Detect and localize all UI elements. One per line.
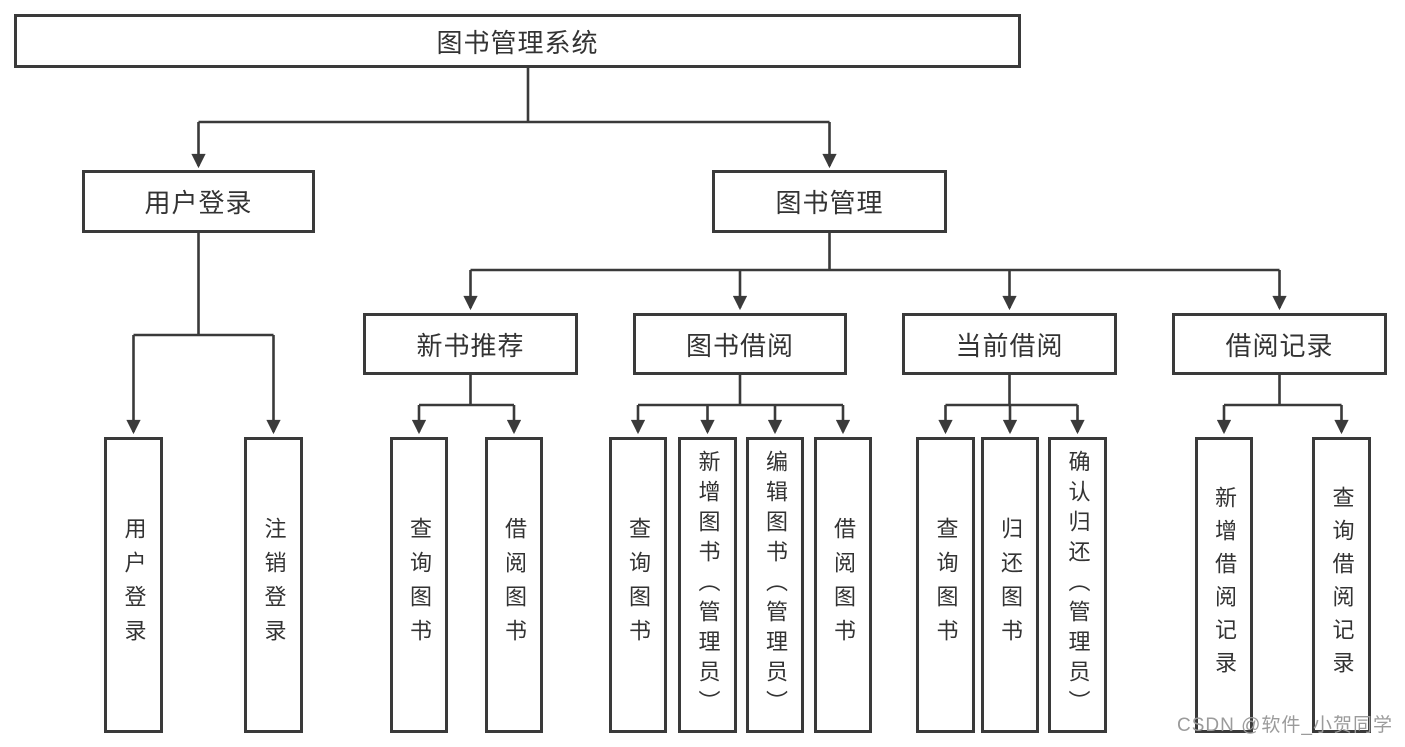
leaf-return-books: 归还图书 bbox=[981, 437, 1039, 733]
leaf-query-borrow-record: 查询借阅记录 bbox=[1312, 437, 1371, 733]
node-book-management: 图书管理 bbox=[712, 170, 947, 233]
leaf-query-books-borrow: 查询图书 bbox=[609, 437, 667, 733]
node-new-book-recommend: 新书推荐 bbox=[363, 313, 578, 375]
leaf-label: 确认归还（管理员） bbox=[1065, 450, 1091, 720]
leaf-label: 归还图书 bbox=[998, 517, 1023, 653]
leaf-label: 查询图书 bbox=[933, 517, 959, 653]
leaf-edit-books-admin: 编辑图书（管理员） bbox=[746, 437, 804, 733]
leaf-label: 注销登录 bbox=[261, 517, 287, 653]
leaf-label: 用户登录 bbox=[121, 517, 147, 653]
leaf-user-login: 用户登录 bbox=[104, 437, 163, 733]
leaf-label: 新增图书（管理员） bbox=[695, 450, 721, 720]
leaf-label: 查询借阅记录 bbox=[1329, 486, 1355, 684]
node-book-borrow: 图书借阅 bbox=[633, 313, 847, 375]
leaf-add-books-admin: 新增图书（管理员） bbox=[678, 437, 737, 733]
leaf-label: 借阅图书 bbox=[831, 517, 856, 653]
connector-group bbox=[126, 68, 1349, 435]
leaf-query-books-recommend: 查询图书 bbox=[390, 437, 448, 733]
leaf-borrow-books: 借阅图书 bbox=[814, 437, 872, 733]
leaf-label: 借阅图书 bbox=[502, 517, 527, 653]
root-node: 图书管理系统 bbox=[14, 14, 1021, 68]
node-borrow-records: 借阅记录 bbox=[1172, 313, 1387, 375]
leaf-borrow-books-recommend: 借阅图书 bbox=[485, 437, 543, 733]
watermark: CSDN @软件_小贺同学 bbox=[1177, 715, 1393, 736]
leaf-add-borrow-record: 新增借阅记录 bbox=[1195, 437, 1253, 733]
node-user-login: 用户登录 bbox=[82, 170, 315, 233]
leaf-confirm-return-admin: 确认归还（管理员） bbox=[1048, 437, 1107, 733]
leaf-label: 新增借阅记录 bbox=[1212, 486, 1237, 684]
leaf-logout-login: 注销登录 bbox=[244, 437, 303, 733]
node-current-borrow: 当前借阅 bbox=[902, 313, 1117, 375]
leaf-query-books-current: 查询图书 bbox=[916, 437, 975, 733]
leaf-label: 查询图书 bbox=[626, 517, 651, 653]
leaf-label: 查询图书 bbox=[407, 517, 432, 653]
leaf-label: 编辑图书（管理员） bbox=[763, 450, 788, 720]
